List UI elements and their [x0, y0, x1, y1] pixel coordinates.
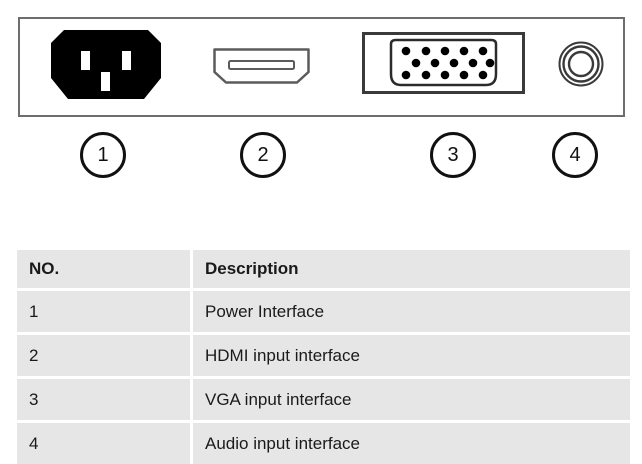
callout-label: 3	[447, 144, 459, 166]
cell-description: Power Interface	[193, 291, 630, 335]
cell-description: VGA input interface	[193, 379, 630, 423]
cell-no: 3	[17, 379, 193, 423]
callout-number-3: 3	[430, 132, 476, 178]
callout-number-1: 1	[80, 132, 126, 178]
cell-no: 1	[17, 291, 193, 335]
audio-jack-icon	[557, 40, 605, 88]
vga-connector-icon	[362, 32, 525, 94]
table-row: 1 Power Interface	[17, 291, 630, 335]
callout-number-2: 2	[240, 132, 286, 178]
cell-no: 2	[17, 335, 193, 379]
column-header-description: Description	[193, 250, 630, 291]
column-header-no: NO.	[17, 250, 193, 291]
callout-label: 2	[257, 144, 269, 166]
rear-panel-diagram: 1 2 3 4	[0, 0, 642, 200]
cell-description: Audio input interface	[193, 423, 630, 464]
table-row: 2 HDMI input interface	[17, 335, 630, 379]
panel-outline	[18, 17, 625, 117]
port-description-table: NO. Description 1 Power Interface 2 HDMI…	[17, 250, 630, 464]
callout-label: 1	[97, 144, 109, 166]
table-row: 4 Audio input interface	[17, 423, 630, 464]
power-connector-icon	[51, 30, 161, 99]
callout-number-4: 4	[552, 132, 598, 178]
cell-no: 4	[17, 423, 193, 464]
table-header-row: NO. Description	[17, 250, 630, 291]
hdmi-connector-icon	[213, 48, 310, 84]
table-row: 3 VGA input interface	[17, 379, 630, 423]
callout-label: 4	[569, 144, 581, 166]
cell-description: HDMI input interface	[193, 335, 630, 379]
